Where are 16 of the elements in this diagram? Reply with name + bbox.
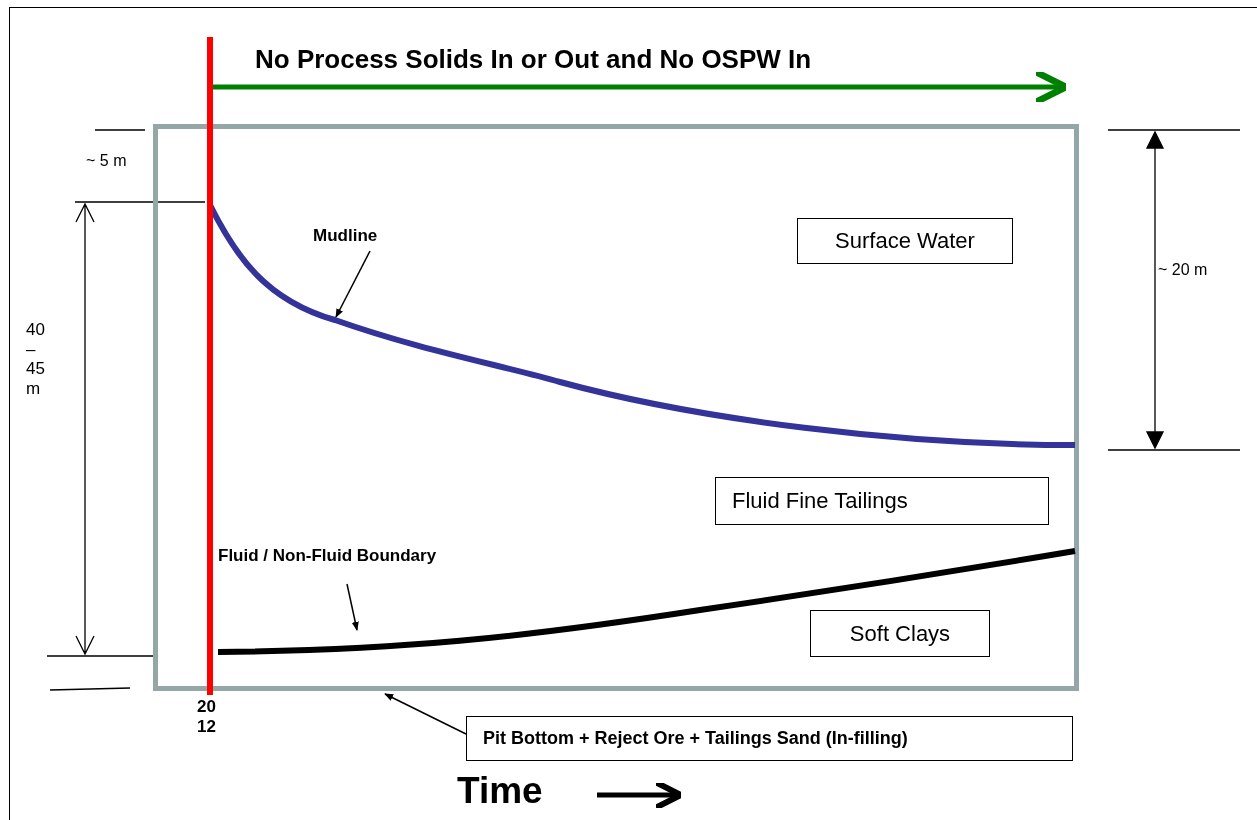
heading-text: No Process Solids In or Out and No OSPW In — [255, 45, 812, 75]
year-label: 20 12 — [197, 697, 216, 737]
text-box: Pit Bottom + Reject Ore + Tailings Sand (In-filling) — [466, 716, 1073, 761]
leader-line — [335, 250, 371, 318]
dimension-label: ~ 5 m — [86, 152, 127, 171]
text-box: Soft Clays — [810, 610, 990, 657]
tank-outline — [153, 124, 1079, 691]
callout-text: Mudline — [313, 226, 378, 246]
text-box: Fluid Fine Tailings — [715, 477, 1049, 525]
axis-label: Time — [457, 770, 543, 813]
callout-text: Fluid / Non-Fluid Boundary — [218, 546, 437, 566]
text-box: Surface Water — [797, 218, 1013, 264]
dimension-label: 40 – 45 m — [26, 320, 45, 399]
leader-line — [346, 583, 359, 631]
dimension-label: ~ 20 m — [1158, 261, 1208, 280]
leader-line — [384, 693, 467, 735]
